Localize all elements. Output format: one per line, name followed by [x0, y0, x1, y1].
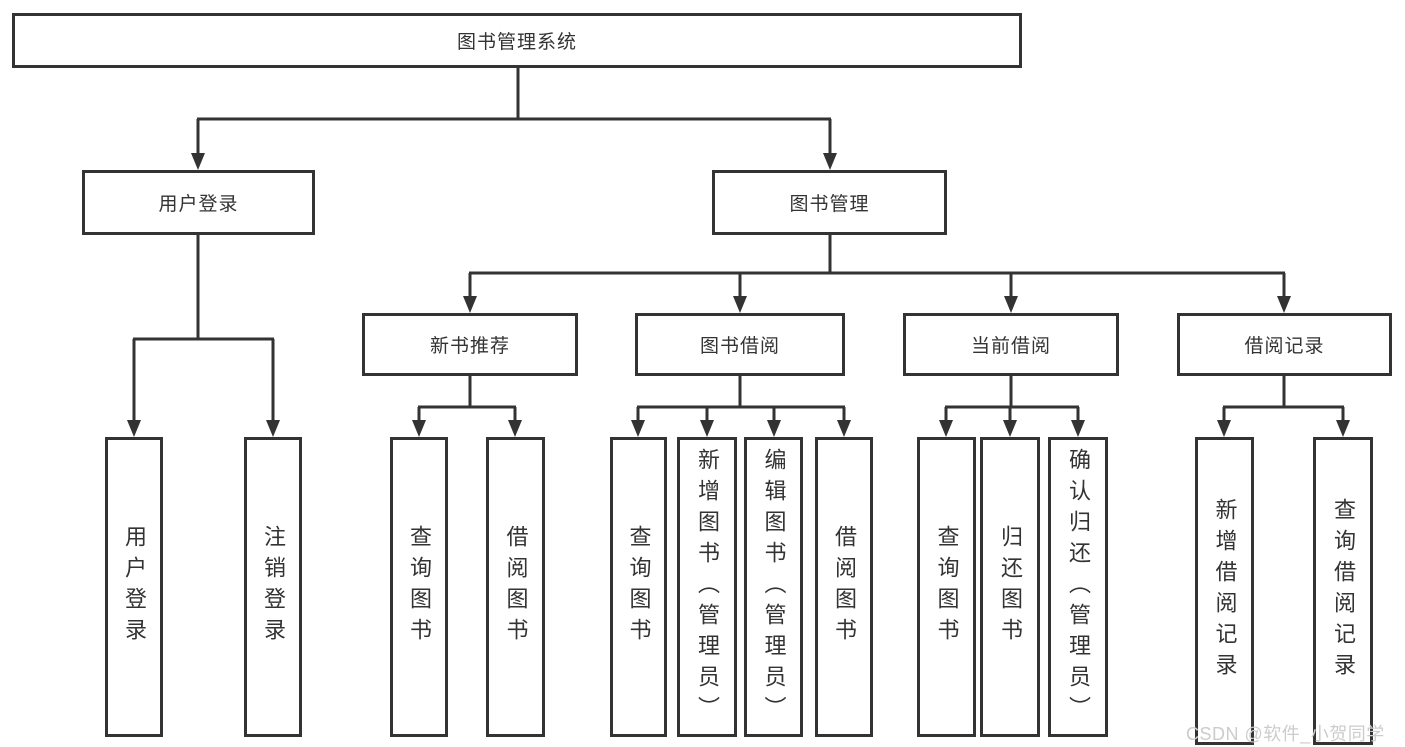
- arrowheads-login-to-leaves: [127, 420, 280, 437]
- connector-mgmt-to-level3: [468, 235, 1286, 297]
- leaf-query-books-newrec: 查询图书: [390, 437, 448, 737]
- leaf-add-books-admin-label: 新增图书（管理员）: [695, 447, 720, 727]
- arrowheads-mgmt-to-level3: [463, 296, 1291, 313]
- leaf-add-borrow-record: 新增借阅记录: [1195, 437, 1254, 745]
- leaf-edit-books-admin-label: 编辑图书（管理员）: [761, 447, 787, 727]
- node-root: 图书管理系统: [12, 13, 1022, 68]
- leaf-confirm-return-admin: 确认归还（管理员）: [1048, 437, 1108, 737]
- leaf-borrow-books: 借阅图书: [815, 437, 873, 737]
- leaf-return-books: 归还图书: [980, 437, 1040, 737]
- leaf-query-books-newrec-label: 查询图书: [407, 525, 432, 649]
- node-current-borrowing-label: 当前借阅: [970, 336, 1051, 357]
- leaf-borrow-books-newrec: 借阅图书: [486, 437, 545, 737]
- leaf-add-borrow-record-label: 新增借阅记录: [1212, 498, 1238, 684]
- leaf-borrow-books-label: 借阅图书: [832, 525, 857, 649]
- node-new-book-recommend-label: 新书推荐: [429, 336, 510, 357]
- leaf-edit-books-admin: 编辑图书（管理员）: [744, 437, 803, 737]
- leaf-query-books-borrow-label: 查询图书: [626, 525, 652, 649]
- arrowheads-newrec-to-leaves: [412, 420, 522, 437]
- leaf-user-login-label: 用户登录: [122, 525, 147, 649]
- arrowheads-borrow-to-leaves: [631, 420, 851, 437]
- connector-root-to-level2: [196, 68, 832, 153]
- leaf-return-books-label: 归还图书: [998, 525, 1023, 649]
- node-borrowing-records-label: 借阅记录: [1244, 336, 1325, 357]
- connector-current-to-leaves: [944, 376, 1080, 421]
- arrowheads-root-to-level2: [191, 153, 837, 170]
- leaf-logout-label: 注销登录: [261, 525, 286, 649]
- arrowheads-current-to-leaves: [939, 420, 1085, 437]
- arrowheads-record-to-leaves: [1217, 420, 1350, 437]
- connector-login-to-leaves: [132, 235, 275, 421]
- node-user-login-label: 用户登录: [158, 194, 239, 215]
- node-book-management: 图书管理: [712, 170, 947, 235]
- leaf-query-books-current: 查询图书: [917, 437, 976, 737]
- node-new-book-recommend: 新书推荐: [362, 313, 578, 376]
- connector-newrec-to-leaves: [417, 376, 517, 421]
- node-user-login: 用户登录: [82, 170, 315, 235]
- leaf-borrow-books-newrec-label: 借阅图书: [503, 525, 529, 649]
- node-root-label: 图书管理系统: [456, 32, 577, 53]
- leaf-query-borrow-record: 查询借阅记录: [1313, 437, 1373, 745]
- csdn-watermark: CSDN @软件_小贺同学: [1186, 724, 1385, 744]
- node-current-borrowing: 当前借阅: [903, 313, 1119, 376]
- leaf-confirm-return-admin-label: 确认归还（管理员）: [1066, 447, 1091, 727]
- node-book-management-label: 图书管理: [789, 194, 870, 215]
- leaf-user-login: 用户登录: [105, 437, 163, 737]
- leaf-add-books-admin: 新增图书（管理员）: [677, 437, 737, 737]
- node-borrowing-records: 借阅记录: [1177, 313, 1392, 376]
- leaf-query-borrow-record-label: 查询借阅记录: [1331, 498, 1356, 684]
- node-book-borrowing: 图书借阅: [635, 313, 845, 376]
- connector-borrow-to-leaves: [636, 376, 846, 421]
- node-book-borrowing-label: 图书借阅: [699, 336, 780, 357]
- leaf-query-books-current-label: 查询图书: [934, 525, 960, 649]
- leaf-logout: 注销登录: [244, 437, 302, 737]
- leaf-query-books-borrow: 查询图书: [610, 437, 667, 737]
- connector-record-to-leaves: [1222, 376, 1345, 421]
